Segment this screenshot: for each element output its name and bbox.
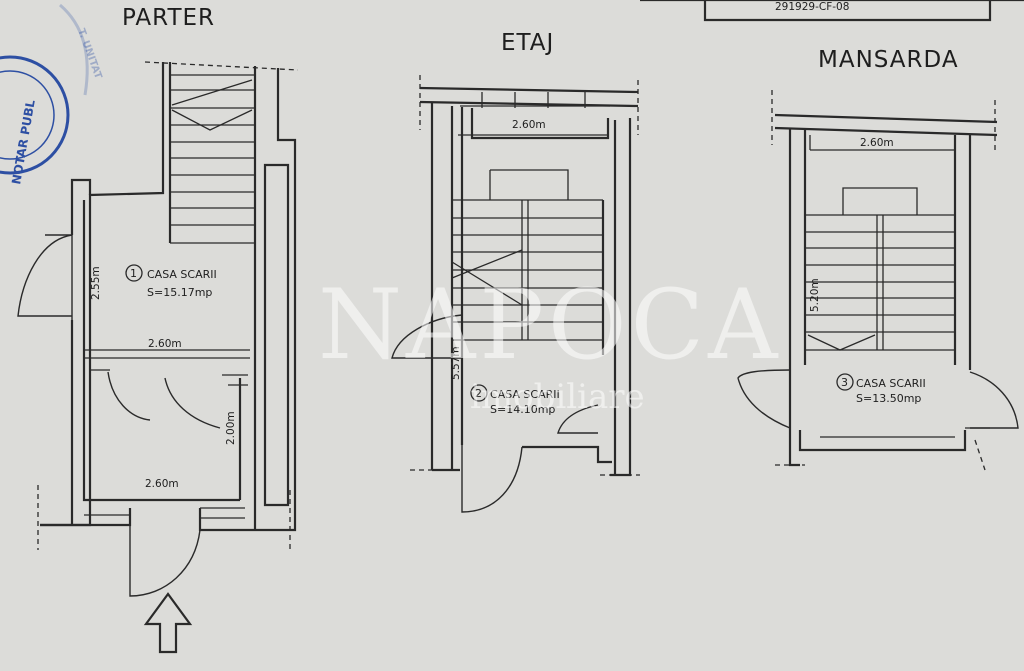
etaj-dim-height: 5.57m — [450, 346, 462, 380]
header-title-block: 291929-CF-08 — [640, 0, 1024, 22]
watermark-brand: NAPOCA — [318, 269, 781, 381]
parter-room-name: CASA SCARII — [147, 268, 217, 281]
mansarda-dim-width-top: 2.60m — [860, 137, 894, 149]
parter-dim-height-lower: 2.00m — [225, 411, 237, 445]
watermark: NAPOCA imobiliare — [318, 269, 781, 417]
parter-stairs — [170, 74, 255, 244]
etaj-stairs — [451, 169, 605, 355]
notary-stamp: NOTAR PUBL T. UNITAT — [0, 3, 104, 186]
parter-dim-width-mid: 2.60m — [148, 338, 182, 350]
parter-dim-width-bottom: 2.60m — [145, 478, 179, 490]
mansarda-room-number: 3 — [841, 376, 848, 389]
etaj-plan: ETAJ 2.60m 5.57m 2 CASA SCARII S=14.10mp — [391, 30, 640, 513]
etaj-room-number-circle — [470, 384, 488, 402]
mansarda-title: MANSARDA — [818, 47, 959, 73]
parter-room-number: 1 — [130, 267, 137, 280]
etaj-room-name: CASA SCARII — [490, 388, 560, 401]
stamp-text-right: T. UNITAT — [75, 27, 103, 80]
mansarda-room-area: S=13.50mp — [856, 392, 921, 405]
parter-plan: PARTER 2.55m 2.60 — [17, 5, 299, 654]
etaj-dim-width-top: 2.60m — [512, 119, 546, 131]
stamp-text: NOTAR PUBL — [9, 99, 38, 186]
parter-room-area: S=15.17mp — [147, 286, 212, 299]
header-reference: 291929-CF-08 — [775, 1, 849, 13]
etaj-title: ETAJ — [501, 30, 554, 56]
parter-room-number-circle — [125, 264, 143, 282]
mansarda-stairs — [805, 187, 955, 351]
etaj-room-area: S=14.10mp — [490, 403, 555, 416]
entrance-arrow-icon — [143, 592, 193, 654]
mansarda-room-name: CASA SCARII — [856, 377, 926, 390]
mansarda-room-number-circle — [836, 373, 854, 391]
mansarda-plan: MANSARDA 2.60m 5.20m 3 CASA SCARII S=13.… — [737, 47, 1019, 471]
parter-title: PARTER — [122, 5, 215, 31]
mansarda-dim-height: 5.20m — [809, 278, 821, 312]
parter-dim-height-upper: 2.55m — [90, 266, 102, 300]
etaj-room-number: 2 — [475, 387, 482, 400]
watermark-sub: imobiliare — [470, 377, 645, 417]
